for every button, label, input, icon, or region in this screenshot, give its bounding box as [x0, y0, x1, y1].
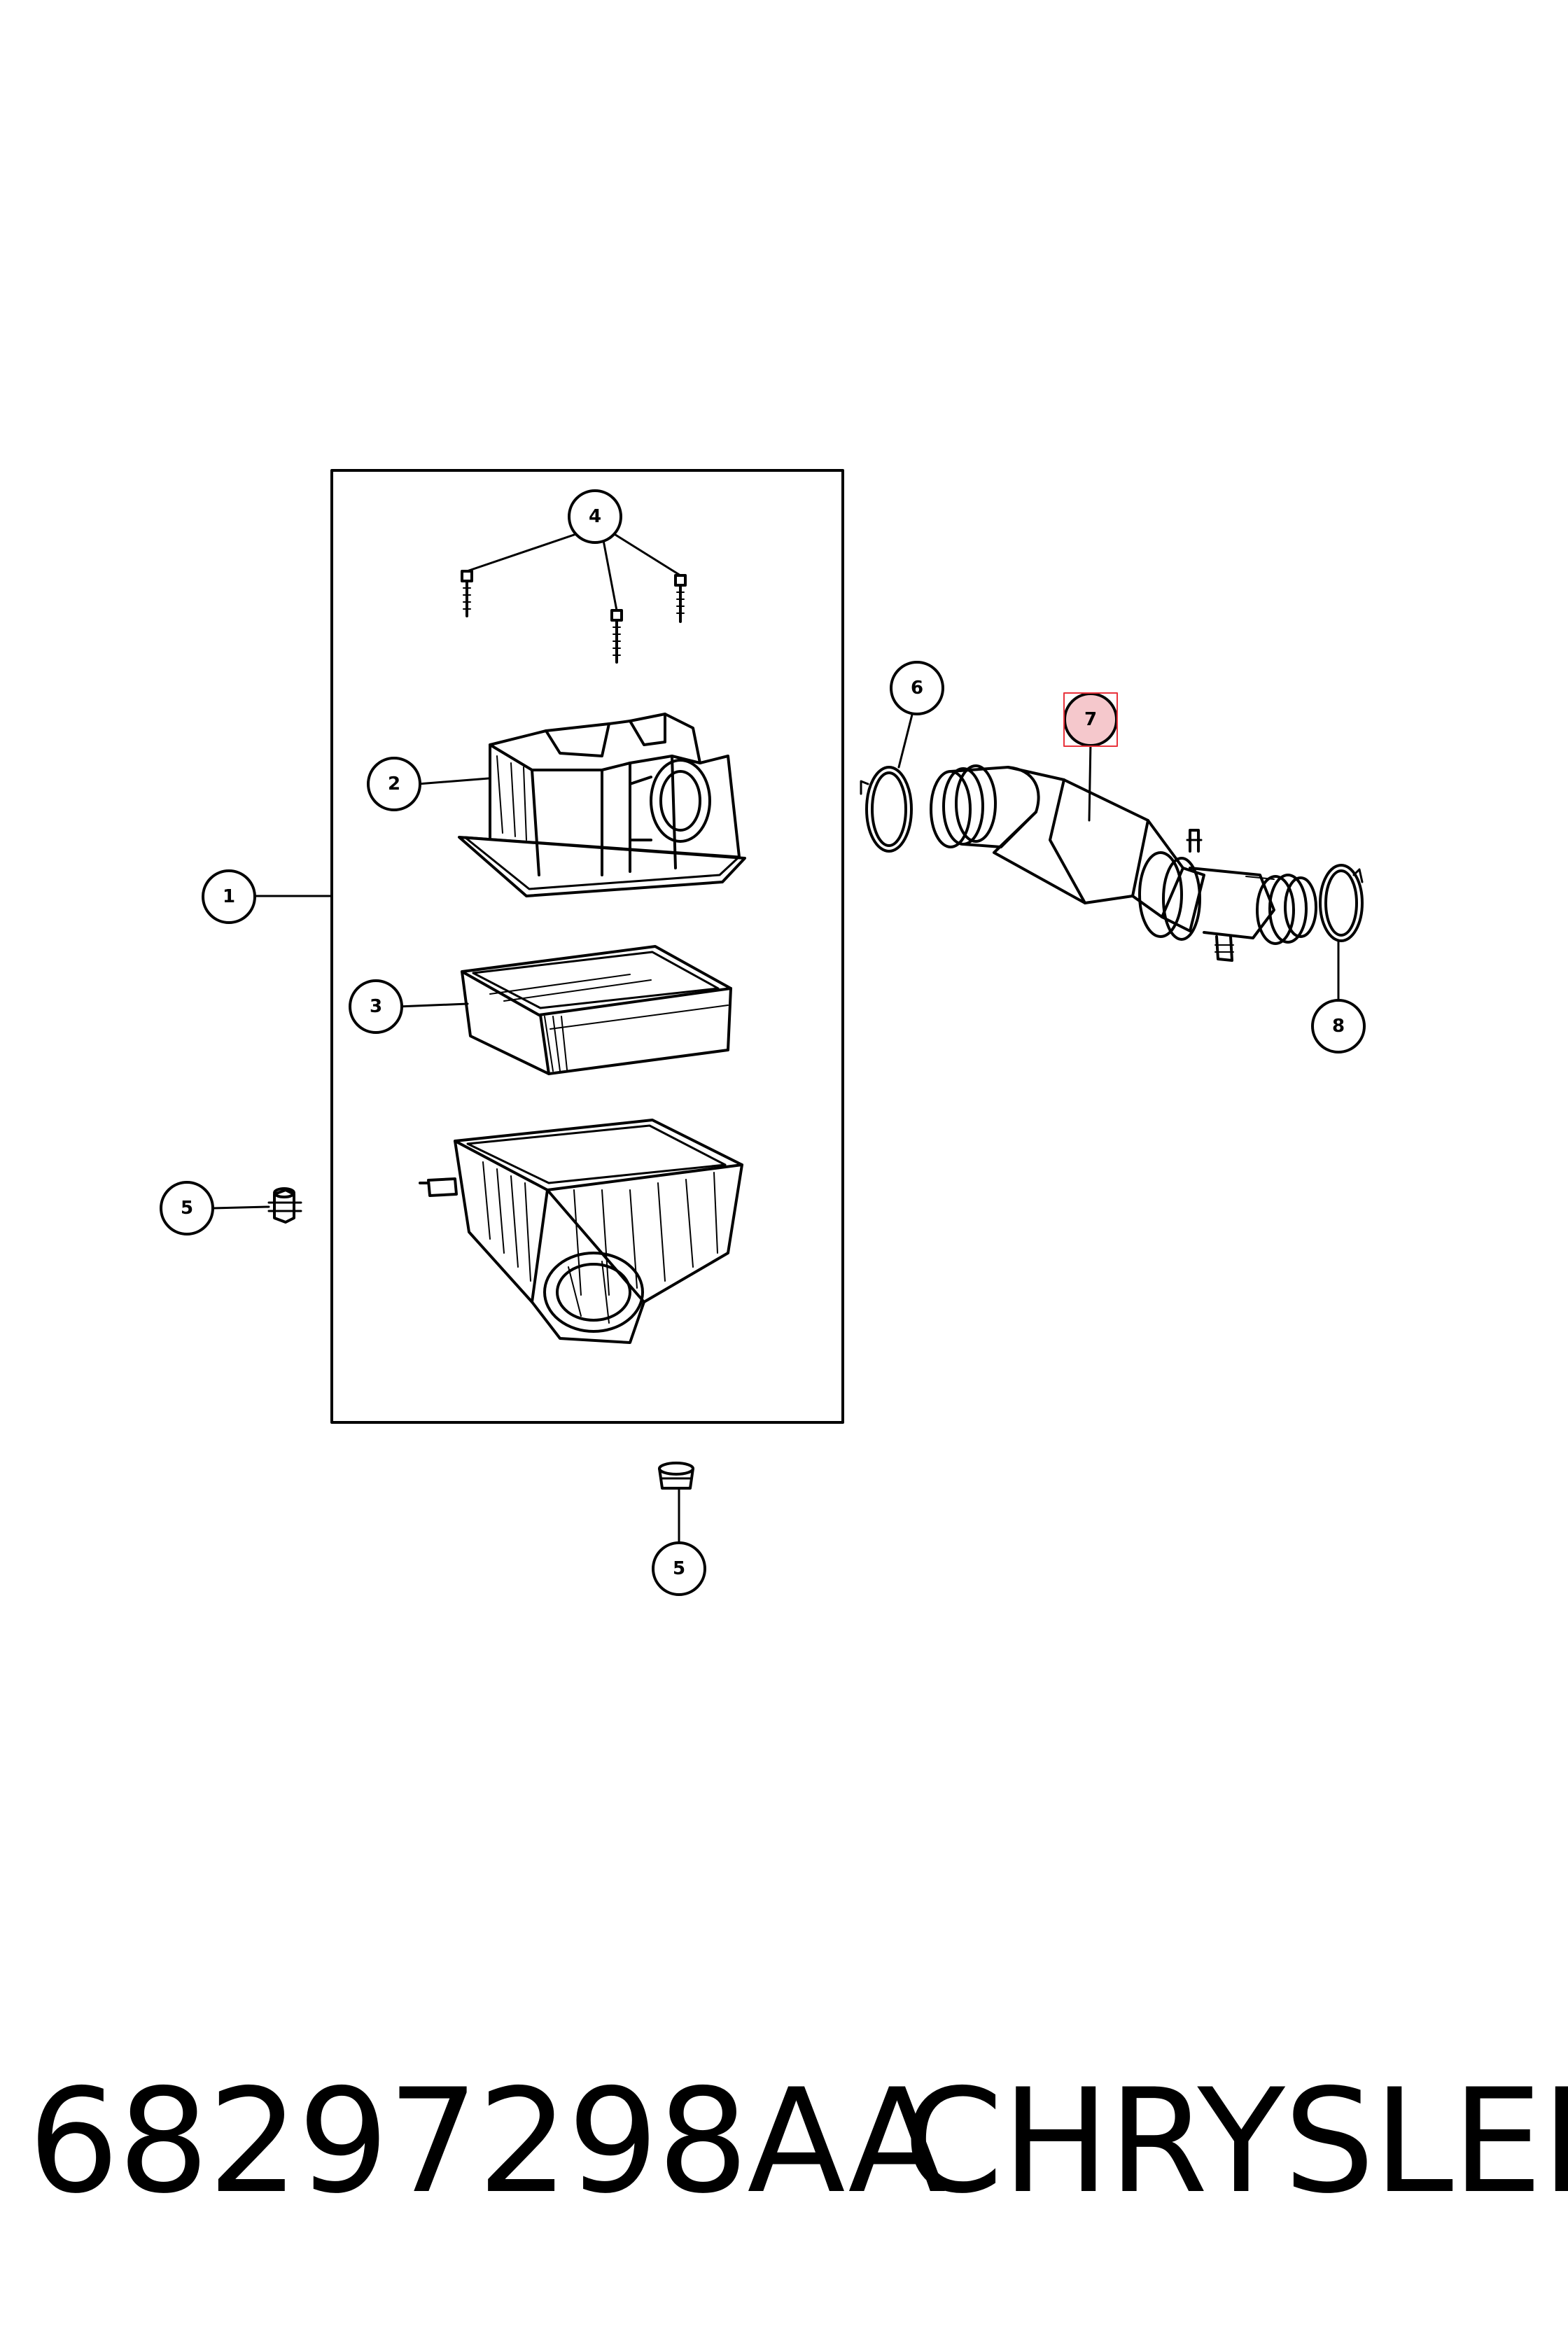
callout-2-circle: [367, 757, 421, 811]
leader-2: [416, 777, 490, 785]
grommet-left: [267, 1187, 302, 1224]
leader-4a: [465, 532, 580, 573]
callout-2-number[interactable]: 2: [388, 774, 400, 794]
clamp-6: [860, 766, 913, 853]
bolt-right: [674, 574, 687, 623]
callout-5b-number[interactable]: 5: [673, 1558, 685, 1579]
bolt-center: [610, 609, 623, 664]
callout-4-circle: [568, 489, 622, 544]
air-cleaner-cover: [458, 713, 746, 897]
callout-4-number[interactable]: 4: [589, 506, 601, 527]
air-filter: [461, 945, 732, 1075]
grommet-bottom: [658, 1462, 694, 1490]
leader-5a: [211, 1205, 270, 1210]
air-inlet-hose: [930, 764, 1317, 962]
callout-1-circle: [202, 869, 256, 924]
leader-4c: [612, 532, 682, 577]
callout-7-number[interactable]: 7: [1084, 709, 1097, 730]
bolt-group: [461, 570, 687, 664]
leader-4b: [602, 539, 618, 612]
callout-6-number[interactable]: 6: [911, 678, 923, 699]
callout-6-circle: [890, 661, 944, 715]
callout-7-highlight-box: [1063, 692, 1118, 747]
callout-5b-circle: [652, 1541, 706, 1596]
leader-6: [897, 710, 914, 769]
bolt-left: [461, 570, 473, 617]
callouts: [160, 489, 1366, 1596]
leader-3: [397, 1002, 469, 1008]
brand-name: CHRYSLER: [903, 2059, 1568, 2225]
callout-8-number[interactable]: 8: [1332, 1016, 1345, 1037]
callout-3-circle: [349, 979, 403, 1034]
callout-5a-circle: [160, 1181, 214, 1236]
leader-7: [1088, 741, 1092, 822]
callout-5a-number[interactable]: 5: [181, 1198, 193, 1219]
callout-3-number[interactable]: 3: [370, 996, 382, 1017]
callout-1-number[interactable]: 1: [223, 886, 235, 907]
leader-lines: [211, 532, 1340, 1544]
callout-8-circle: [1311, 999, 1366, 1054]
assembly-box: [330, 469, 844, 1424]
clamp-8: [1319, 864, 1364, 942]
air-cleaner-housing: [419, 1119, 743, 1344]
part-number: 68297298AA: [28, 2059, 946, 2225]
callout-numbers: 1 2 3 4 5 5 6 7 8: [181, 506, 1345, 1579]
